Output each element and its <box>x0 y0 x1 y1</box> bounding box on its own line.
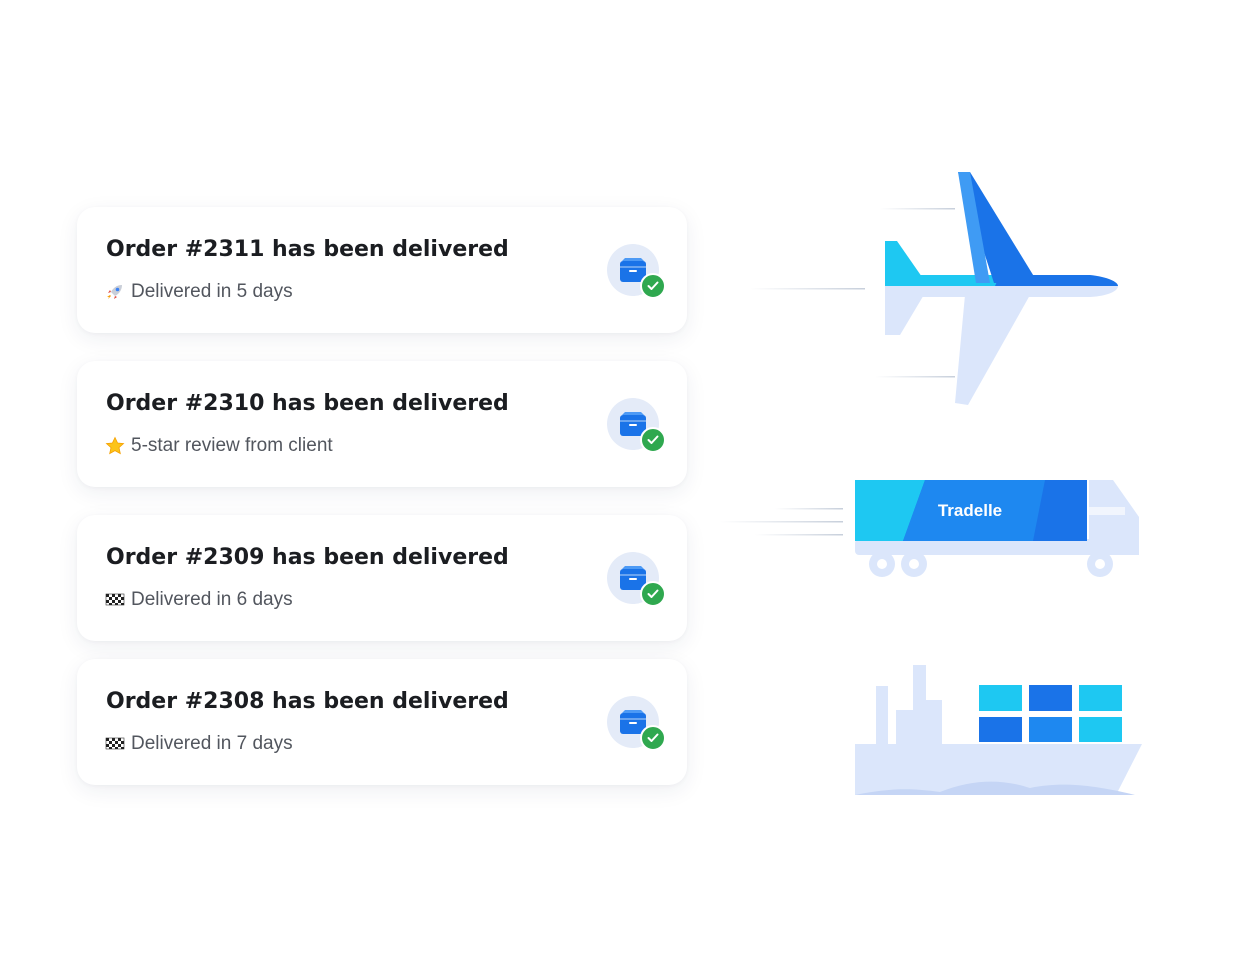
order-card[interactable]: Order #2311 has been delivered Delivered… <box>77 207 687 333</box>
rocket-icon <box>105 282 125 302</box>
check-icon <box>640 273 666 299</box>
order-subtitle: Delivered in 7 days <box>131 733 293 754</box>
order-card[interactable]: Order #2308 has been delivered Delivered… <box>77 659 687 785</box>
order-subtitle-row: Delivered in 7 days <box>105 733 293 755</box>
package-icon <box>620 710 646 734</box>
package-icon <box>620 566 646 590</box>
checkered-flag-icon <box>105 590 125 610</box>
order-title: Order #2310 has been delivered <box>106 391 509 416</box>
order-title: Order #2309 has been delivered <box>106 545 509 570</box>
order-subtitle-row: Delivered in 6 days <box>105 589 293 611</box>
order-subtitle: Delivered in 5 days <box>131 281 293 302</box>
delivered-status-badge <box>607 398 666 453</box>
package-icon <box>620 412 646 436</box>
star-icon <box>105 436 125 456</box>
delivered-status-badge <box>607 552 666 607</box>
order-card[interactable]: Order #2309 has been delivered Delivered… <box>77 515 687 641</box>
delivered-status-badge <box>607 244 666 299</box>
check-icon <box>640 427 666 453</box>
order-subtitle: 5-star review from client <box>131 435 333 456</box>
order-title: Order #2308 has been delivered <box>106 689 509 714</box>
check-icon <box>640 581 666 607</box>
order-subtitle-row: 5-star review from client <box>105 435 333 457</box>
order-subtitle-row: Delivered in 5 days <box>105 281 293 303</box>
truck-brand-label: Tradelle <box>938 501 1002 520</box>
order-subtitle: Delivered in 6 days <box>131 589 293 610</box>
order-card[interactable]: Order #2310 has been delivered 5-star re… <box>77 361 687 487</box>
airplane-icon <box>750 172 1118 405</box>
checkered-flag-icon <box>105 734 125 754</box>
order-title: Order #2311 has been delivered <box>106 237 509 262</box>
delivered-status-badge <box>607 696 666 751</box>
package-icon <box>620 258 646 282</box>
cargo-ship-icon <box>855 665 1142 795</box>
truck-icon: Tradelle <box>720 480 1139 577</box>
check-icon <box>640 725 666 751</box>
